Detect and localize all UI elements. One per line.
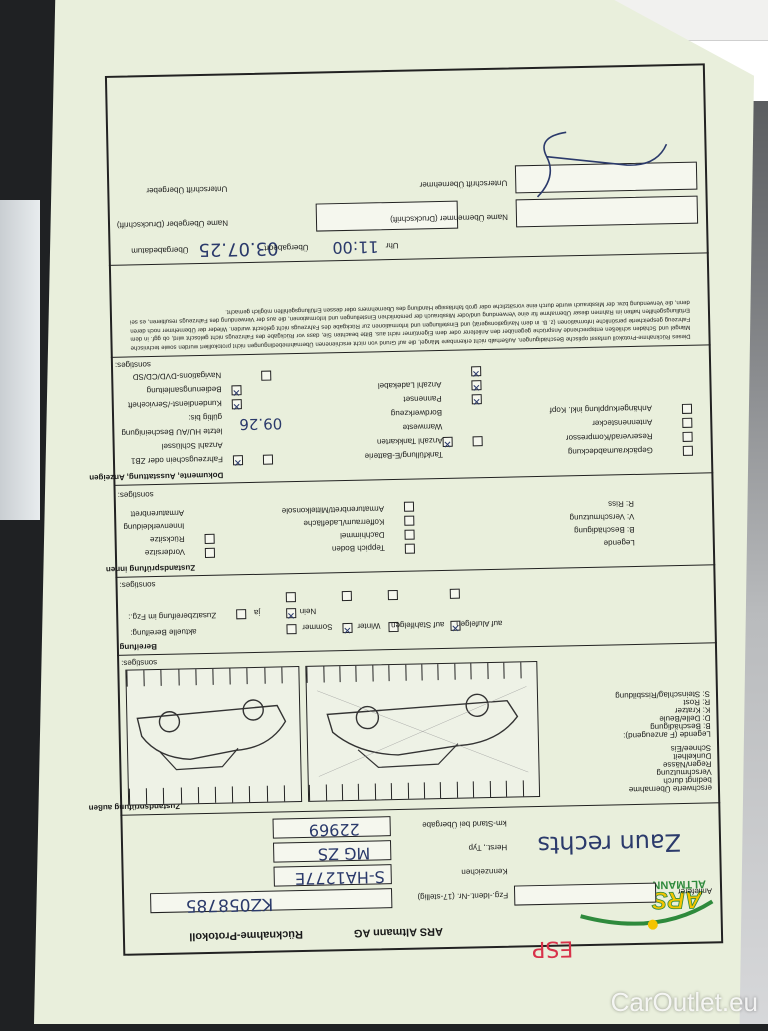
innen-checkbox-1[interactable] — [204, 547, 216, 558]
tyre-steel-label: auf Stahlfelgen — [391, 619, 445, 631]
handwritten-signature — [536, 131, 668, 198]
grid-ruler-top-2 — [128, 785, 302, 805]
ladekabel-checkbox[interactable] — [471, 366, 482, 377]
extra-tyre-ja-label: ja — [253, 607, 261, 617]
car-outline-icon-2 — [136, 699, 287, 771]
uhr-label: Uhr — [385, 240, 399, 251]
navi-nein-checkbox[interactable] — [261, 370, 272, 381]
tyre-alu-label: auf Alufelgen — [456, 618, 503, 629]
uebergabedatum-label: Übergabedatum — [131, 245, 189, 256]
grid-ruler-bottom — [306, 662, 537, 683]
reserverad-checkbox[interactable] — [682, 431, 693, 442]
extra-winter-checkbox[interactable] — [341, 590, 352, 602]
company-name: ARS Altmann AG — [353, 925, 444, 939]
extra-steel-checkbox[interactable] — [387, 589, 398, 601]
pannenset-checkbox[interactable] — [471, 380, 482, 391]
innen-checkbox-4[interactable] — [404, 529, 415, 540]
car-outline-icon — [316, 686, 529, 777]
handwritten-note: Zaun rechts — [537, 828, 682, 860]
svg-text:ARS: ARS — [651, 886, 703, 914]
extra-alu-checkbox[interactable] — [449, 588, 460, 599]
tank-voll-checkbox[interactable] — [442, 436, 453, 447]
hersteller-field[interactable]: MG ZS — [273, 840, 392, 864]
tyre-winter-checkbox[interactable] — [342, 622, 353, 634]
ars-logo: ARS ALTMANN — [576, 874, 717, 938]
tyre-winter-label: Winter — [357, 621, 381, 631]
unterschrift-uebernehmer-label: Unterschrift Übernehmer — [419, 178, 508, 190]
unterschrift-uebergeber-label: Unterschrift Übergeber — [146, 184, 228, 196]
antenne-checkbox[interactable] — [682, 417, 693, 428]
zusatzbereifung-label: Zusatzbereifung im Fzg.: — [128, 610, 217, 622]
innen-checkbox-3[interactable] — [404, 543, 415, 554]
extra-tyre-nein-label: Nein — [299, 606, 317, 616]
fzgschein-nein-checkbox[interactable] — [262, 454, 274, 465]
sonstiges-label-1: sonstiges: — [121, 657, 158, 668]
fin-value: KZ058785 — [185, 893, 274, 916]
grid-ruler-top — [308, 780, 540, 801]
form-title: Rücknahme-Protokoll — [189, 928, 304, 943]
grid-ruler-bottom-2 — [126, 667, 299, 687]
anleitung-ja-checkbox[interactable] — [231, 385, 242, 396]
site-watermark: CarOutlet.eu — [610, 987, 758, 1017]
tank-34-checkbox[interactable] — [472, 436, 483, 447]
vehicle-diagram-rear — [125, 666, 303, 806]
background-left — [0, 200, 40, 520]
tyre-summer-label: Sommer — [302, 622, 333, 632]
anlieferer-label: Anlieferer — [677, 886, 713, 897]
kennzeichen-label: Kennzeichen — [461, 866, 508, 877]
hu-date-value: 09.26 — [239, 414, 283, 434]
vehicle-diagram-front — [305, 661, 541, 802]
uebergabeort-label: Übergabeort — [263, 242, 309, 253]
return-protocol-form: ARS ALTMANN ARS Altmann AG Rücknahme-Pro… — [89, 63, 724, 961]
kennzeichen-value: S-HA1277E — [294, 867, 385, 889]
document-sheet: ARS ALTMANN ARS Altmann AG Rücknahme-Pro… — [33, 0, 755, 1031]
fin-label: Fzg.-Ident.-Nr. (17-stellig) — [417, 890, 509, 902]
serviceheft-ja-checkbox[interactable] — [231, 399, 242, 410]
svg-text:ALTMANN: ALTMANN — [652, 879, 706, 890]
hersteller-value: MG ZS — [317, 843, 371, 864]
time-value: 11:00 — [332, 237, 379, 258]
km-label: km-Stand bei Übergabe — [422, 818, 507, 830]
innen-checkbox-2[interactable] — [204, 533, 215, 544]
anlieferer-field[interactable] — [513, 882, 657, 906]
gepaeck-checkbox[interactable] — [682, 445, 693, 456]
km-field[interactable]: 22969 — [272, 816, 391, 840]
innen-checkbox-6[interactable] — [403, 501, 415, 512]
sonstiges-label-3: sonstiges: — [117, 490, 154, 500]
bereifung-title: Bereifung — [119, 641, 157, 652]
fzgschein-ja-checkbox[interactable] — [232, 455, 244, 466]
hersteller-label: Herst., Typ — [468, 842, 508, 853]
kennzeichen-field[interactable]: S-HA1277E — [273, 864, 392, 889]
tyre-summer-checkbox[interactable] — [286, 624, 297, 635]
km-value: 22969 — [308, 819, 360, 840]
aktuelle-bereifung-label: aktuelle Bereifung: — [130, 627, 197, 638]
bordwerkzeug-checkbox[interactable] — [471, 394, 482, 405]
sonstiges-label-2: sonstiges: — [119, 580, 156, 590]
ahk-checkbox[interactable] — [681, 403, 693, 414]
extra-tyre-ja-checkbox[interactable] — [236, 609, 247, 620]
innen-checkbox-5[interactable] — [404, 515, 415, 526]
red-stamp: ESP — [531, 935, 574, 962]
zustand-innen-title: Zustandsprüfung innen — [105, 563, 196, 575]
sonstiges-label-4: sonstiges: — [114, 360, 152, 370]
extra-summer-checkbox[interactable] — [285, 592, 296, 603]
extra-tyre-nein-checkbox[interactable] — [286, 608, 297, 619]
